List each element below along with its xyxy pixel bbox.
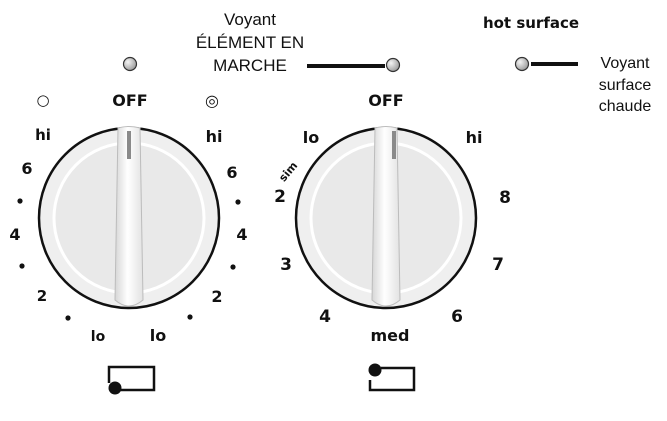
- right-front-burner-location-icon: [368, 363, 416, 392]
- scale-dot: [187, 314, 193, 320]
- hot-surface-label: hot surface: [483, 14, 579, 32]
- right-knob-7-label: 7: [492, 255, 504, 275]
- callout-voyant-surface-line1: Voyant: [601, 55, 650, 72]
- knob-pointer-mark: [392, 131, 396, 159]
- callout-voyant-surface-line3: chaude: [599, 98, 652, 115]
- right-scale-label: 4: [236, 225, 247, 244]
- callout-voyant-element-line2: ÉLÉMENT EN: [196, 33, 304, 52]
- hot-surface-indicator-light: [514, 56, 530, 72]
- scale-dot: [17, 198, 23, 204]
- right-knob-8-label: 8: [499, 188, 511, 208]
- knob-pointer-mark: [127, 131, 131, 159]
- callout-voyant-element-line1: Voyant: [224, 10, 276, 29]
- right-knob[interactable]: [294, 126, 478, 310]
- scale-dot: [235, 199, 241, 205]
- right-knob-sim-label: sim: [276, 159, 300, 184]
- dual-element-symbol: ◎: [205, 91, 219, 110]
- scale-dot: [19, 263, 25, 269]
- element-on-indicator-light: [122, 56, 138, 72]
- scale-dot: [65, 315, 71, 321]
- right-knob-hi-label: hi: [466, 128, 483, 147]
- single-element-symbol: ○: [36, 91, 49, 109]
- right-knob-4-label: 4: [319, 307, 331, 327]
- left-scale-label: 6: [21, 159, 32, 178]
- left-rear-burner-location-icon: [107, 365, 156, 395]
- element-on-indicator-light: [385, 57, 401, 73]
- right-knob-off-label: OFF: [368, 91, 403, 110]
- callout-voyant-element-line3: MARCHE: [213, 56, 287, 75]
- right-knob-med-label: med: [371, 326, 410, 345]
- left-scale-label: lo: [91, 329, 106, 345]
- left-scale-label: 4: [9, 225, 20, 244]
- right-knob-lo-label: lo: [303, 128, 319, 147]
- right-knob-2-label: 2: [274, 187, 286, 207]
- knob-grip-ridge: [114, 126, 144, 307]
- callout-voyant-surface-line2: surface: [599, 77, 652, 94]
- right-scale-label: 6: [226, 163, 237, 182]
- right-knob-3-label: 3: [280, 255, 292, 275]
- left-knob-off-label: OFF: [112, 91, 147, 110]
- knob-grip-ridge: [371, 126, 401, 307]
- right-scale-label: hi: [206, 127, 223, 146]
- left-scale-label: 2: [37, 287, 47, 305]
- scale-dot: [230, 264, 236, 270]
- left-dual-knob[interactable]: [37, 126, 221, 310]
- right-scale-label: 2: [211, 287, 222, 306]
- right-scale-label: lo: [150, 326, 166, 345]
- right-knob-6-label: 6: [451, 307, 463, 327]
- left-scale-label: hi: [35, 126, 51, 144]
